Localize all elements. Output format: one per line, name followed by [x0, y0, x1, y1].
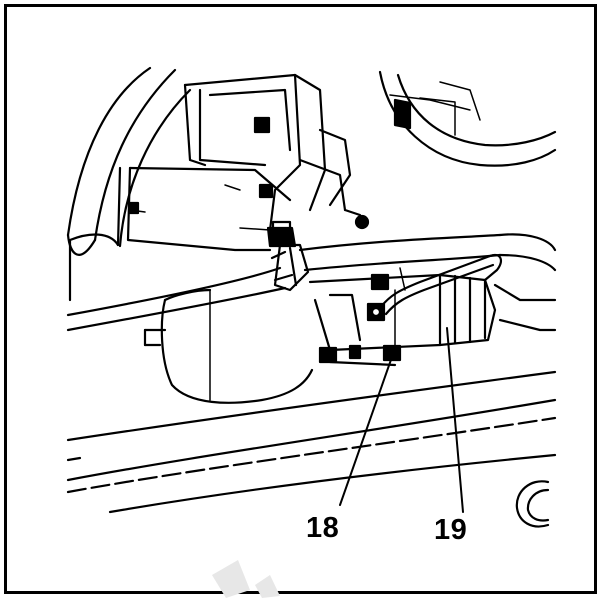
leader-lines: [339, 327, 464, 513]
fuel-pipe: [378, 253, 503, 316]
heater-bolts: [318, 273, 402, 367]
mounting-bracket: [183, 73, 370, 232]
callout-label-19: 19: [434, 514, 468, 546]
filter-canister: [143, 288, 314, 404]
right-hose: [493, 233, 557, 332]
transverse-hose: [66, 233, 502, 332]
engine-block: [68, 166, 292, 302]
chassis-rails: [66, 370, 557, 514]
upper-left-hose: [66, 66, 192, 256]
heater-body: [308, 267, 497, 352]
clamp-bolt: [266, 220, 297, 248]
upper-right-housing: [378, 70, 557, 167]
rail-hole: [515, 480, 550, 528]
callout-label-18: 18: [306, 512, 340, 544]
leader-line-18: [339, 353, 394, 506]
figure-frame: [4, 4, 597, 594]
leader-line-19: [446, 327, 464, 513]
watermark-mark: [212, 560, 280, 598]
